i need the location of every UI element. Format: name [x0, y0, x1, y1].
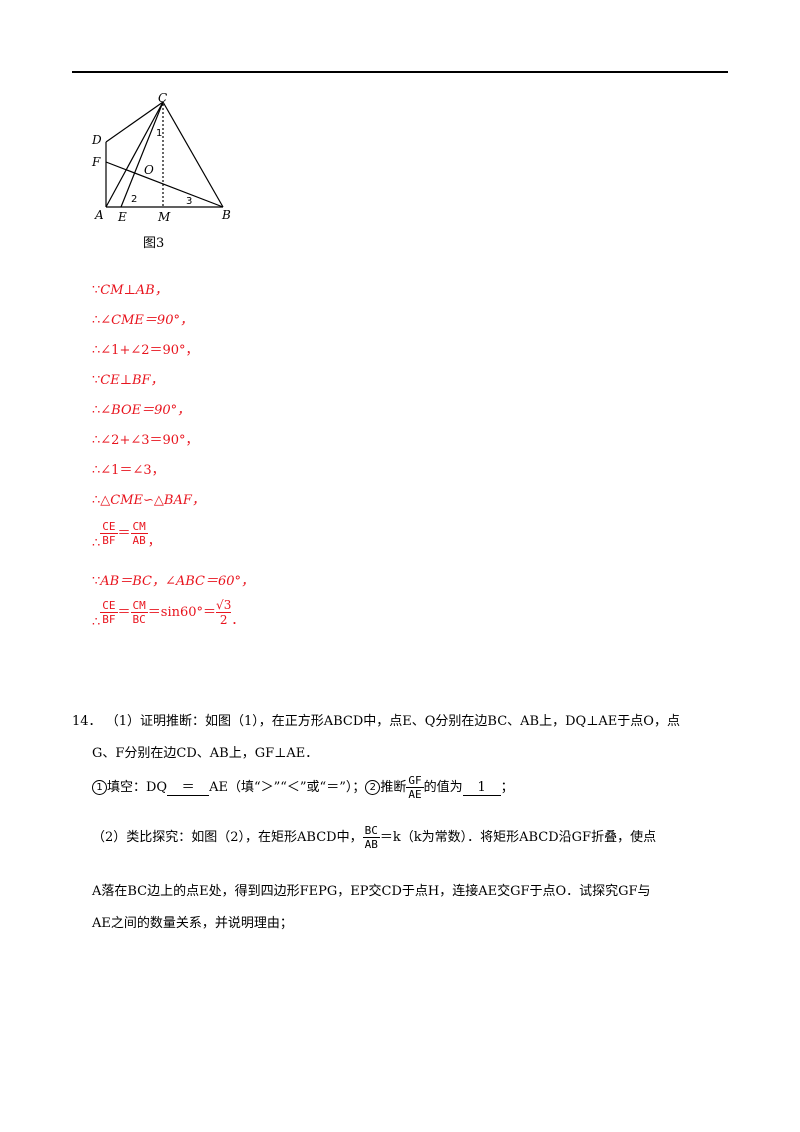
label-F: F [91, 155, 101, 169]
proof-line: ∴△CME∽△BAF， [92, 493, 205, 508]
answer-blank-1: ＝ [167, 781, 210, 796]
label-M: M [157, 210, 171, 224]
segment-AC [105, 101, 164, 208]
label-E: E [117, 210, 127, 224]
header-rule [72, 71, 728, 73]
segment-CB [162, 101, 224, 208]
angle-label-3: 3 [186, 196, 192, 207]
angle-label-2: 2 [131, 194, 137, 205]
circled-number-1: 1 [92, 780, 107, 795]
proof-line: ∵CE⊥BF， [92, 373, 164, 388]
angle-label-1: 1 [156, 128, 162, 139]
segment-CE [120, 101, 164, 208]
label-C: C [158, 92, 167, 105]
proof-line: ∴∠1＝∠3， [92, 463, 165, 478]
segment-FB [105, 161, 224, 208]
label-B: B [221, 208, 231, 222]
proof-line: ∴∠1+∠2＝90°， [92, 343, 199, 358]
question-14-part-2-line-2: A落在BC边上的点E处，得到四边形FEPG，EP交CD于点H，连接AE交GF于点… [92, 884, 651, 899]
proof-line: ∴∠BOE＝90°， [92, 403, 191, 418]
label-O: O [144, 163, 154, 177]
figure-caption: 图3 [143, 236, 165, 251]
geometry-figure: C D F O A E M B 1 2 3 [91, 92, 231, 224]
circled-number-2: 2 [365, 780, 381, 795]
question-14-line-1: 14． （1）证明推断：如图（1），在正方形ABCD中，点E、Q分别在边BC、A… [72, 714, 680, 729]
proof-line: ∵AB＝BC，∠ABC＝60°， [92, 574, 255, 589]
answer-blank-2: 1 [462, 781, 501, 796]
proof-line: ∵CM⊥AB， [92, 283, 168, 298]
segment-DC [105, 101, 164, 143]
proof-line: ∴∠CME＝90°， [92, 313, 193, 328]
question-14-part-2-line-3: AE之间的数量关系，并说明理由； [92, 916, 293, 931]
question-14-line-2: G、F分别在边CD、AB上，GF⊥AE． [92, 746, 319, 761]
label-A: A [94, 208, 104, 222]
proof-line: ∴∠2+∠3＝90°， [92, 433, 199, 448]
label-D: D [91, 133, 102, 147]
